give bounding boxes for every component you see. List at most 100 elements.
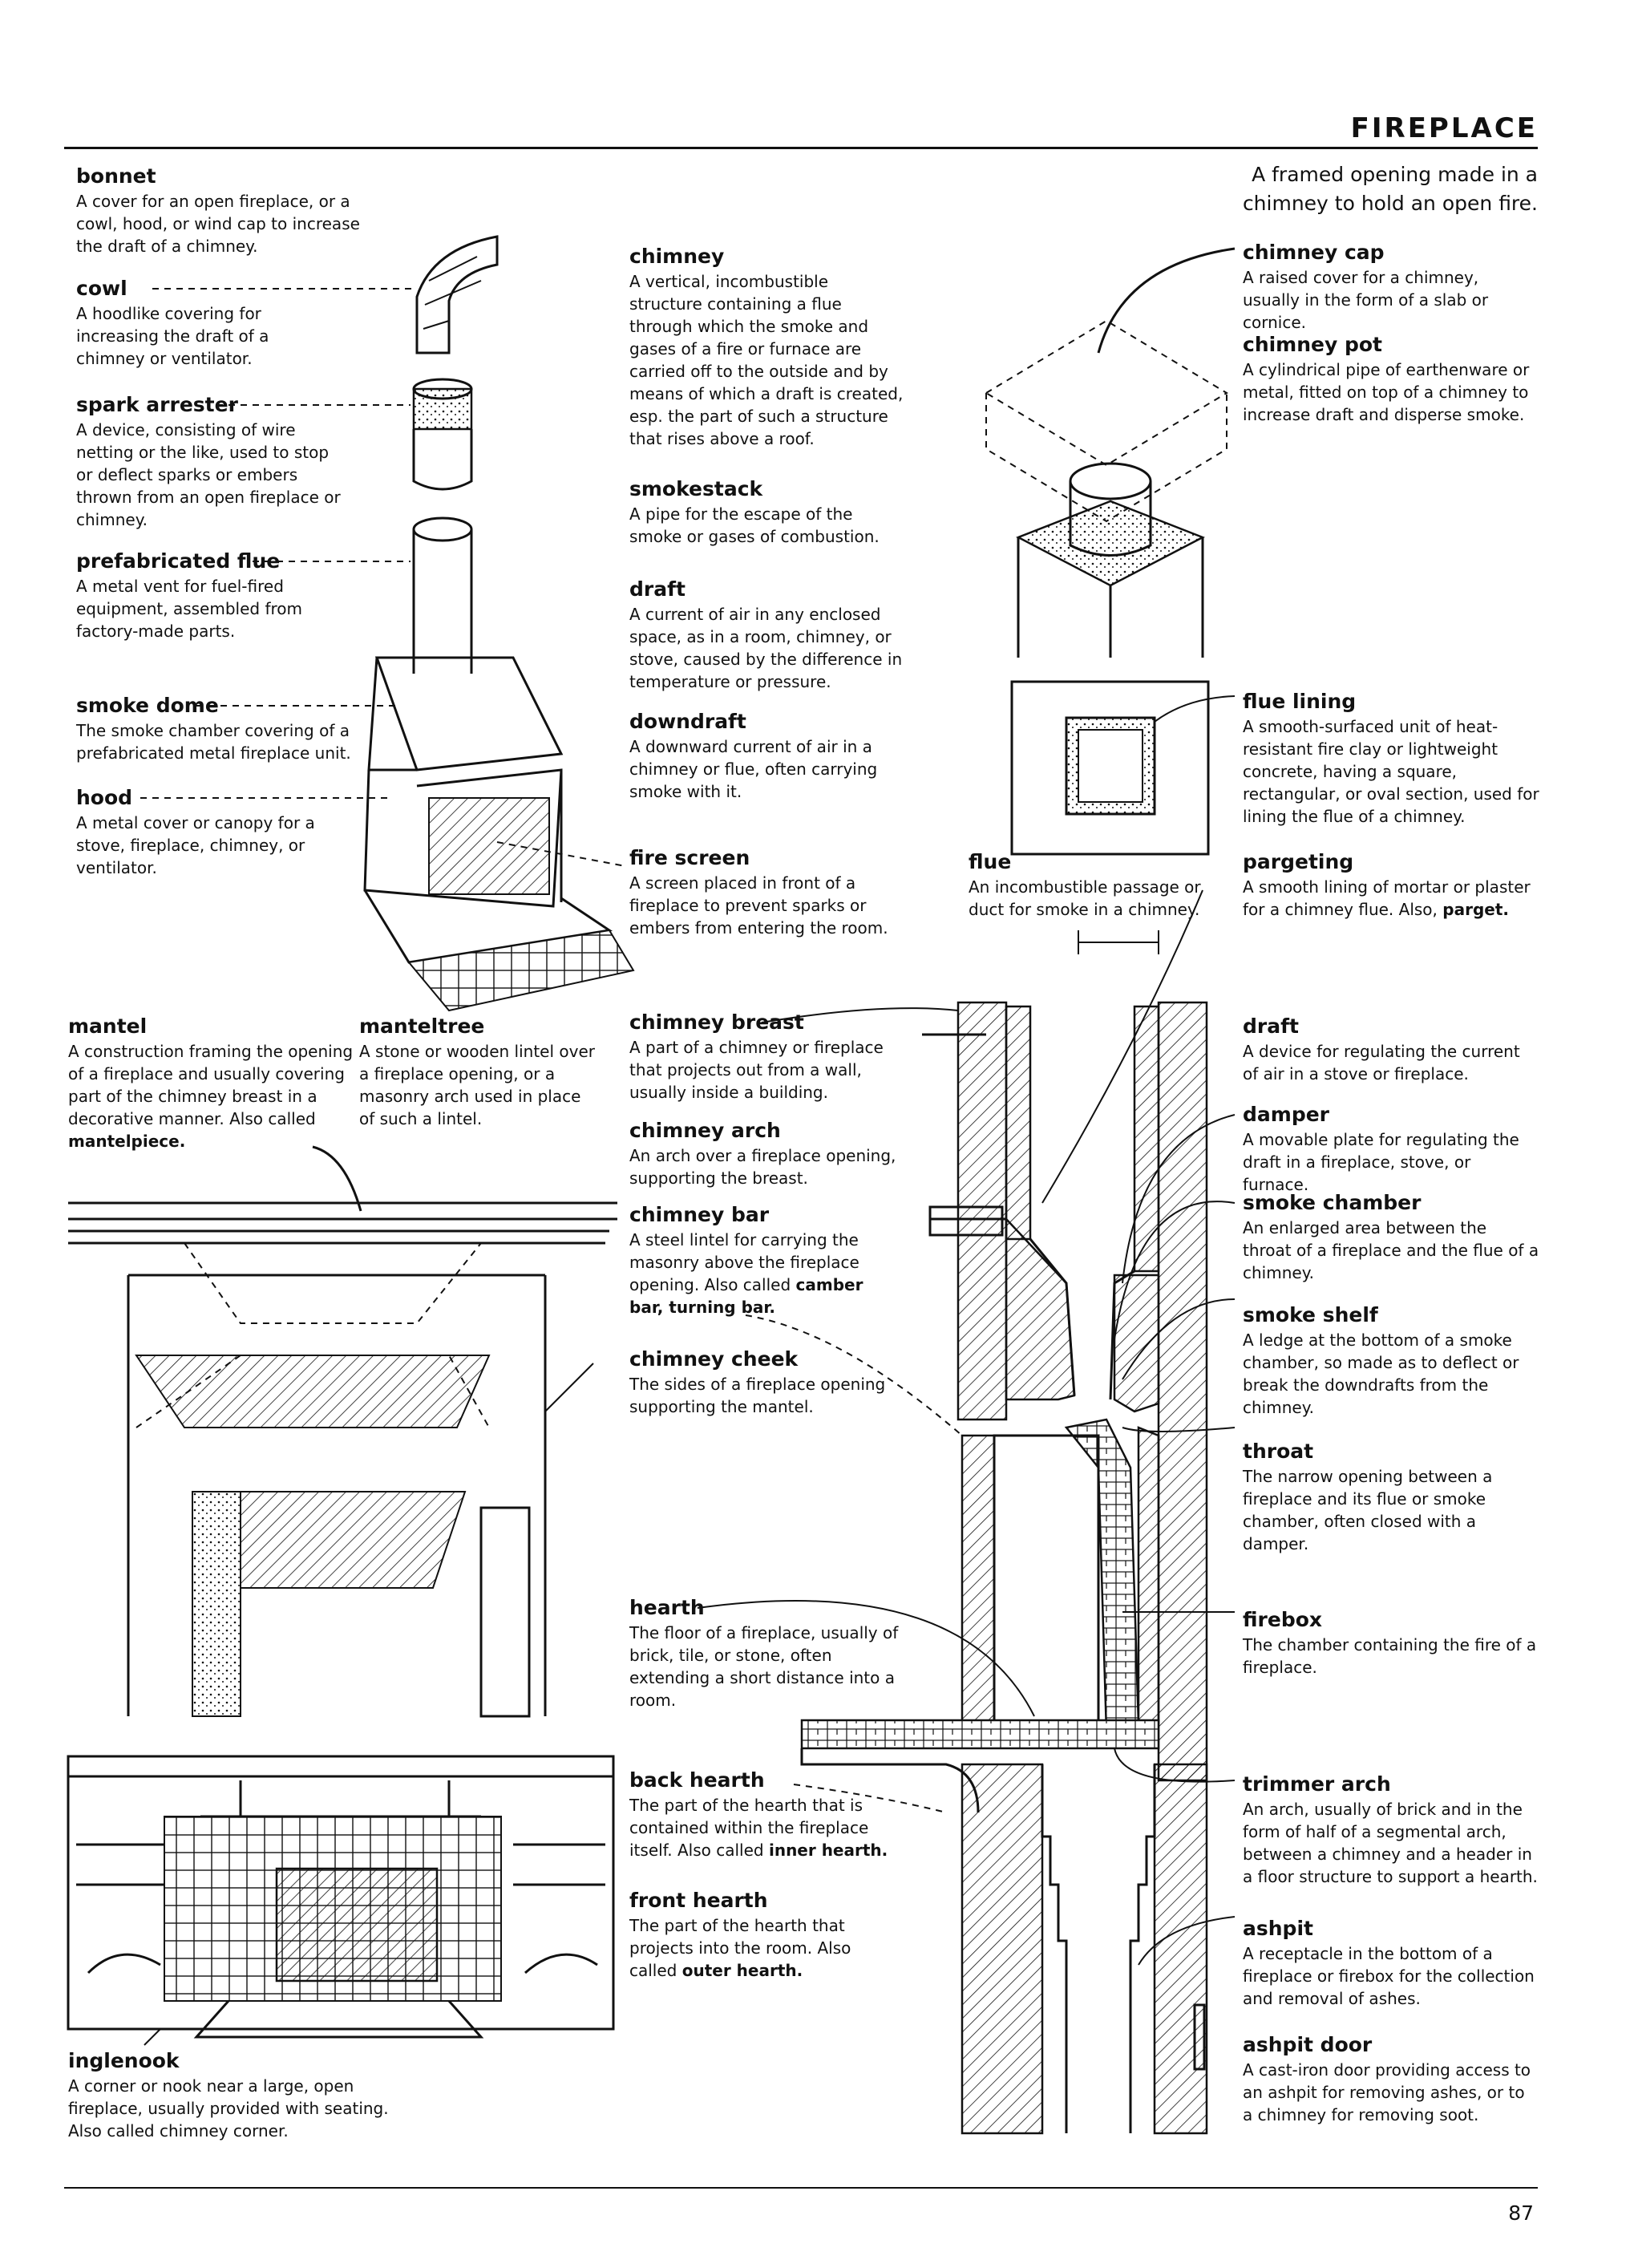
inglenook-illustration <box>67 1755 615 2046</box>
entry-smokestack: smokestack A pipe for the escape of the … <box>629 477 906 548</box>
term-bonnet: bonnet <box>76 164 156 188</box>
def-hood: A metal cover or canopy for a stove, fir… <box>76 813 315 877</box>
def-smoke-dome: The smoke chamber covering of a prefabri… <box>76 721 351 763</box>
def-front-hearth: The part of the hearth that projects int… <box>629 1914 894 1982</box>
entry-chimney-cheek: chimney cheek The sides of a fireplace o… <box>629 1347 902 1418</box>
term-flue-lining: flue lining <box>1243 690 1357 713</box>
entry-chimney-breast: chimney breast A part of a chimney or fi… <box>629 1010 902 1104</box>
term-cowl: cowl <box>76 277 127 300</box>
def-flue: An incombustible passage or duct for smo… <box>969 877 1201 919</box>
entry-chimney-arch: chimney arch An arch over a fireplace op… <box>629 1119 902 1189</box>
entry-pargeting: pargeting A smooth lining of mortar or p… <box>1243 850 1539 921</box>
entry-front-hearth: front hearth The part of the hearth that… <box>629 1889 894 1982</box>
def-cowl: A hoodlike covering for increasing the d… <box>76 304 269 368</box>
term-chimney-arch: chimney arch <box>629 1119 781 1142</box>
def-fire-screen: A screen placed in front of a fireplace … <box>629 873 888 938</box>
subtitle-line-1: A framed opening made in a <box>1252 163 1538 186</box>
term-pargeting: pargeting <box>1243 850 1354 873</box>
header-rule <box>64 147 1538 149</box>
def-chimney: A vertical, incombustible structure cont… <box>629 272 904 448</box>
def-draft-current: A current of air in any enclosed space, … <box>629 605 903 691</box>
entry-prefabricated-flue: prefabricated flue A metal vent for fuel… <box>76 549 365 642</box>
term-flue: flue <box>969 850 1012 873</box>
def-smoke-shelf: A ledge at the bottom of a smoke chamber… <box>1243 1330 1519 1417</box>
term-damper: damper <box>1243 1103 1329 1126</box>
entry-cowl: cowl A hoodlike covering for increasing … <box>76 277 341 370</box>
page-title: FIREPLACE <box>1350 112 1538 144</box>
def-chimney-cap: A raised cover for a chimney, usually in… <box>1243 268 1489 332</box>
cowl-illustration <box>152 235 499 354</box>
term-downdraft: downdraft <box>629 710 746 733</box>
spark-arrester-illustration <box>216 378 473 491</box>
term-back-hearth: back hearth <box>629 1768 765 1792</box>
def-front-hearth-also: outer hearth. <box>681 1961 803 1980</box>
def-smokestack: A pipe for the escape of the smoke or ga… <box>629 504 880 546</box>
def-pargeting-text: A smooth lining of mortar or plaster for… <box>1243 877 1531 919</box>
term-chimney-bar: chimney bar <box>629 1203 770 1226</box>
def-chimney-cheek: The sides of a fireplace opening support… <box>629 1375 886 1416</box>
entry-trimmer-arch: trimmer arch An arch, usually of brick a… <box>1243 1772 1539 1888</box>
entry-smoke-dome: smoke dome The smoke chamber covering of… <box>76 694 357 764</box>
def-spark-arrester: A device, consisting of wire netting or … <box>76 420 341 529</box>
term-chimney-cap: chimney cap <box>1243 241 1385 264</box>
term-ashpit-door: ashpit door <box>1243 2033 1373 2056</box>
term-throat: throat <box>1243 1440 1314 1463</box>
def-firebox: The chamber containing the fire of a fir… <box>1243 1635 1537 1677</box>
entry-back-hearth: back hearth The part of the hearth that … <box>629 1768 894 1861</box>
entry-hearth: hearth The floor of a fireplace, usually… <box>629 1596 910 1711</box>
entry-manteltree: manteltree A stone or wooden lintel over… <box>359 1015 600 1130</box>
entry-flue: flue An incombustible passage or duct fo… <box>969 850 1209 921</box>
def-chimney-breast: A part of a chimney or fireplace that pr… <box>629 1038 884 1102</box>
def-damper: A movable plate for regulating the draft… <box>1243 1130 1519 1194</box>
entry-flue-lining: flue lining A smooth-surfaced unit of he… <box>1243 690 1539 828</box>
entry-draft-device: draft A device for regulating the curren… <box>1243 1015 1539 1085</box>
entry-damper: damper A movable plate for regulating th… <box>1243 1103 1539 1196</box>
chimney-section-illustration <box>697 889 1236 2135</box>
term-ashpit: ashpit <box>1243 1917 1313 1940</box>
def-back-hearth: The part of the hearth that is contained… <box>629 1794 894 1861</box>
entry-bonnet: bonnet A cover for an open fireplace, or… <box>76 164 381 257</box>
term-spark-arrester: spark arrester <box>76 393 238 416</box>
def-throat: The narrow opening between a fireplace a… <box>1243 1467 1493 1553</box>
entry-ashpit: ashpit A receptacle in the bottom of a f… <box>1243 1917 1539 2010</box>
term-draft-device: draft <box>1243 1015 1299 1038</box>
def-smoke-chamber: An enlarged area between the throat of a… <box>1243 1218 1539 1282</box>
def-pargeting-also: parget. <box>1442 900 1509 919</box>
def-inglenook: A corner or nook near a large, open fire… <box>68 2075 389 2142</box>
term-smokestack: smokestack <box>629 477 763 500</box>
def-mantel-also: mantelpiece. <box>68 1132 186 1151</box>
term-chimney-cheek: chimney cheek <box>629 1347 799 1371</box>
def-mantel: A construction framing the opening of a … <box>68 1040 357 1152</box>
page-number: 87 <box>1508 2201 1534 2225</box>
def-flue-lining: A smooth-surfaced unit of heat-resistant… <box>1243 717 1539 826</box>
entry-chimney-pot: chimney pot A cylindrical pipe of earthe… <box>1243 333 1539 426</box>
entry-draft-current: draft A current of air in any enclosed s… <box>629 577 906 693</box>
term-trimmer-arch: trimmer arch <box>1243 1772 1391 1796</box>
def-chimney-bar-text: A steel lintel for carrying the masonry … <box>629 1230 859 1294</box>
term-fire-screen: fire screen <box>629 846 750 869</box>
def-manteltree: A stone or wooden lintel over a fireplac… <box>359 1042 596 1128</box>
entry-chimney: chimney A vertical, incombustible struct… <box>629 245 906 450</box>
term-hood: hood <box>76 786 133 809</box>
entry-hood: hood A metal cover or canopy for a stove… <box>76 786 333 879</box>
term-chimney-breast: chimney breast <box>629 1010 804 1034</box>
term-smoke-chamber: smoke chamber <box>1243 1191 1422 1214</box>
def-mantel-text: A construction framing the opening of a … <box>68 1042 354 1128</box>
def-chimney-arch: An arch over a fireplace opening, suppor… <box>629 1146 896 1188</box>
term-prefabricated-flue: prefabricated flue <box>76 549 281 573</box>
entry-smoke-chamber: smoke chamber An enlarged area between t… <box>1243 1191 1539 1284</box>
entry-ashpit-door: ashpit door A cast-iron door providing a… <box>1243 2033 1539 2126</box>
def-chimney-bar: A steel lintel for carrying the masonry … <box>629 1229 902 1318</box>
def-prefabricated-flue: A metal vent for fuel-fired equipment, a… <box>76 577 302 641</box>
def-back-hearth-text: The part of the hearth that is contained… <box>629 1796 869 1860</box>
entry-fire-screen: fire screen A screen placed in front of … <box>629 846 898 939</box>
def-front-hearth-text: The part of the hearth that projects int… <box>629 1916 851 1980</box>
term-firebox: firebox <box>1243 1608 1323 1631</box>
chimney-cap-illustration <box>985 247 1236 658</box>
term-hearth: hearth <box>629 1596 705 1619</box>
term-front-hearth: front hearth <box>629 1889 768 1912</box>
def-chimney-pot: A cylindrical pipe of earthenware or met… <box>1243 360 1530 424</box>
term-chimney: chimney <box>629 245 725 268</box>
def-hearth: The floor of a fireplace, usually of bri… <box>629 1623 899 1710</box>
